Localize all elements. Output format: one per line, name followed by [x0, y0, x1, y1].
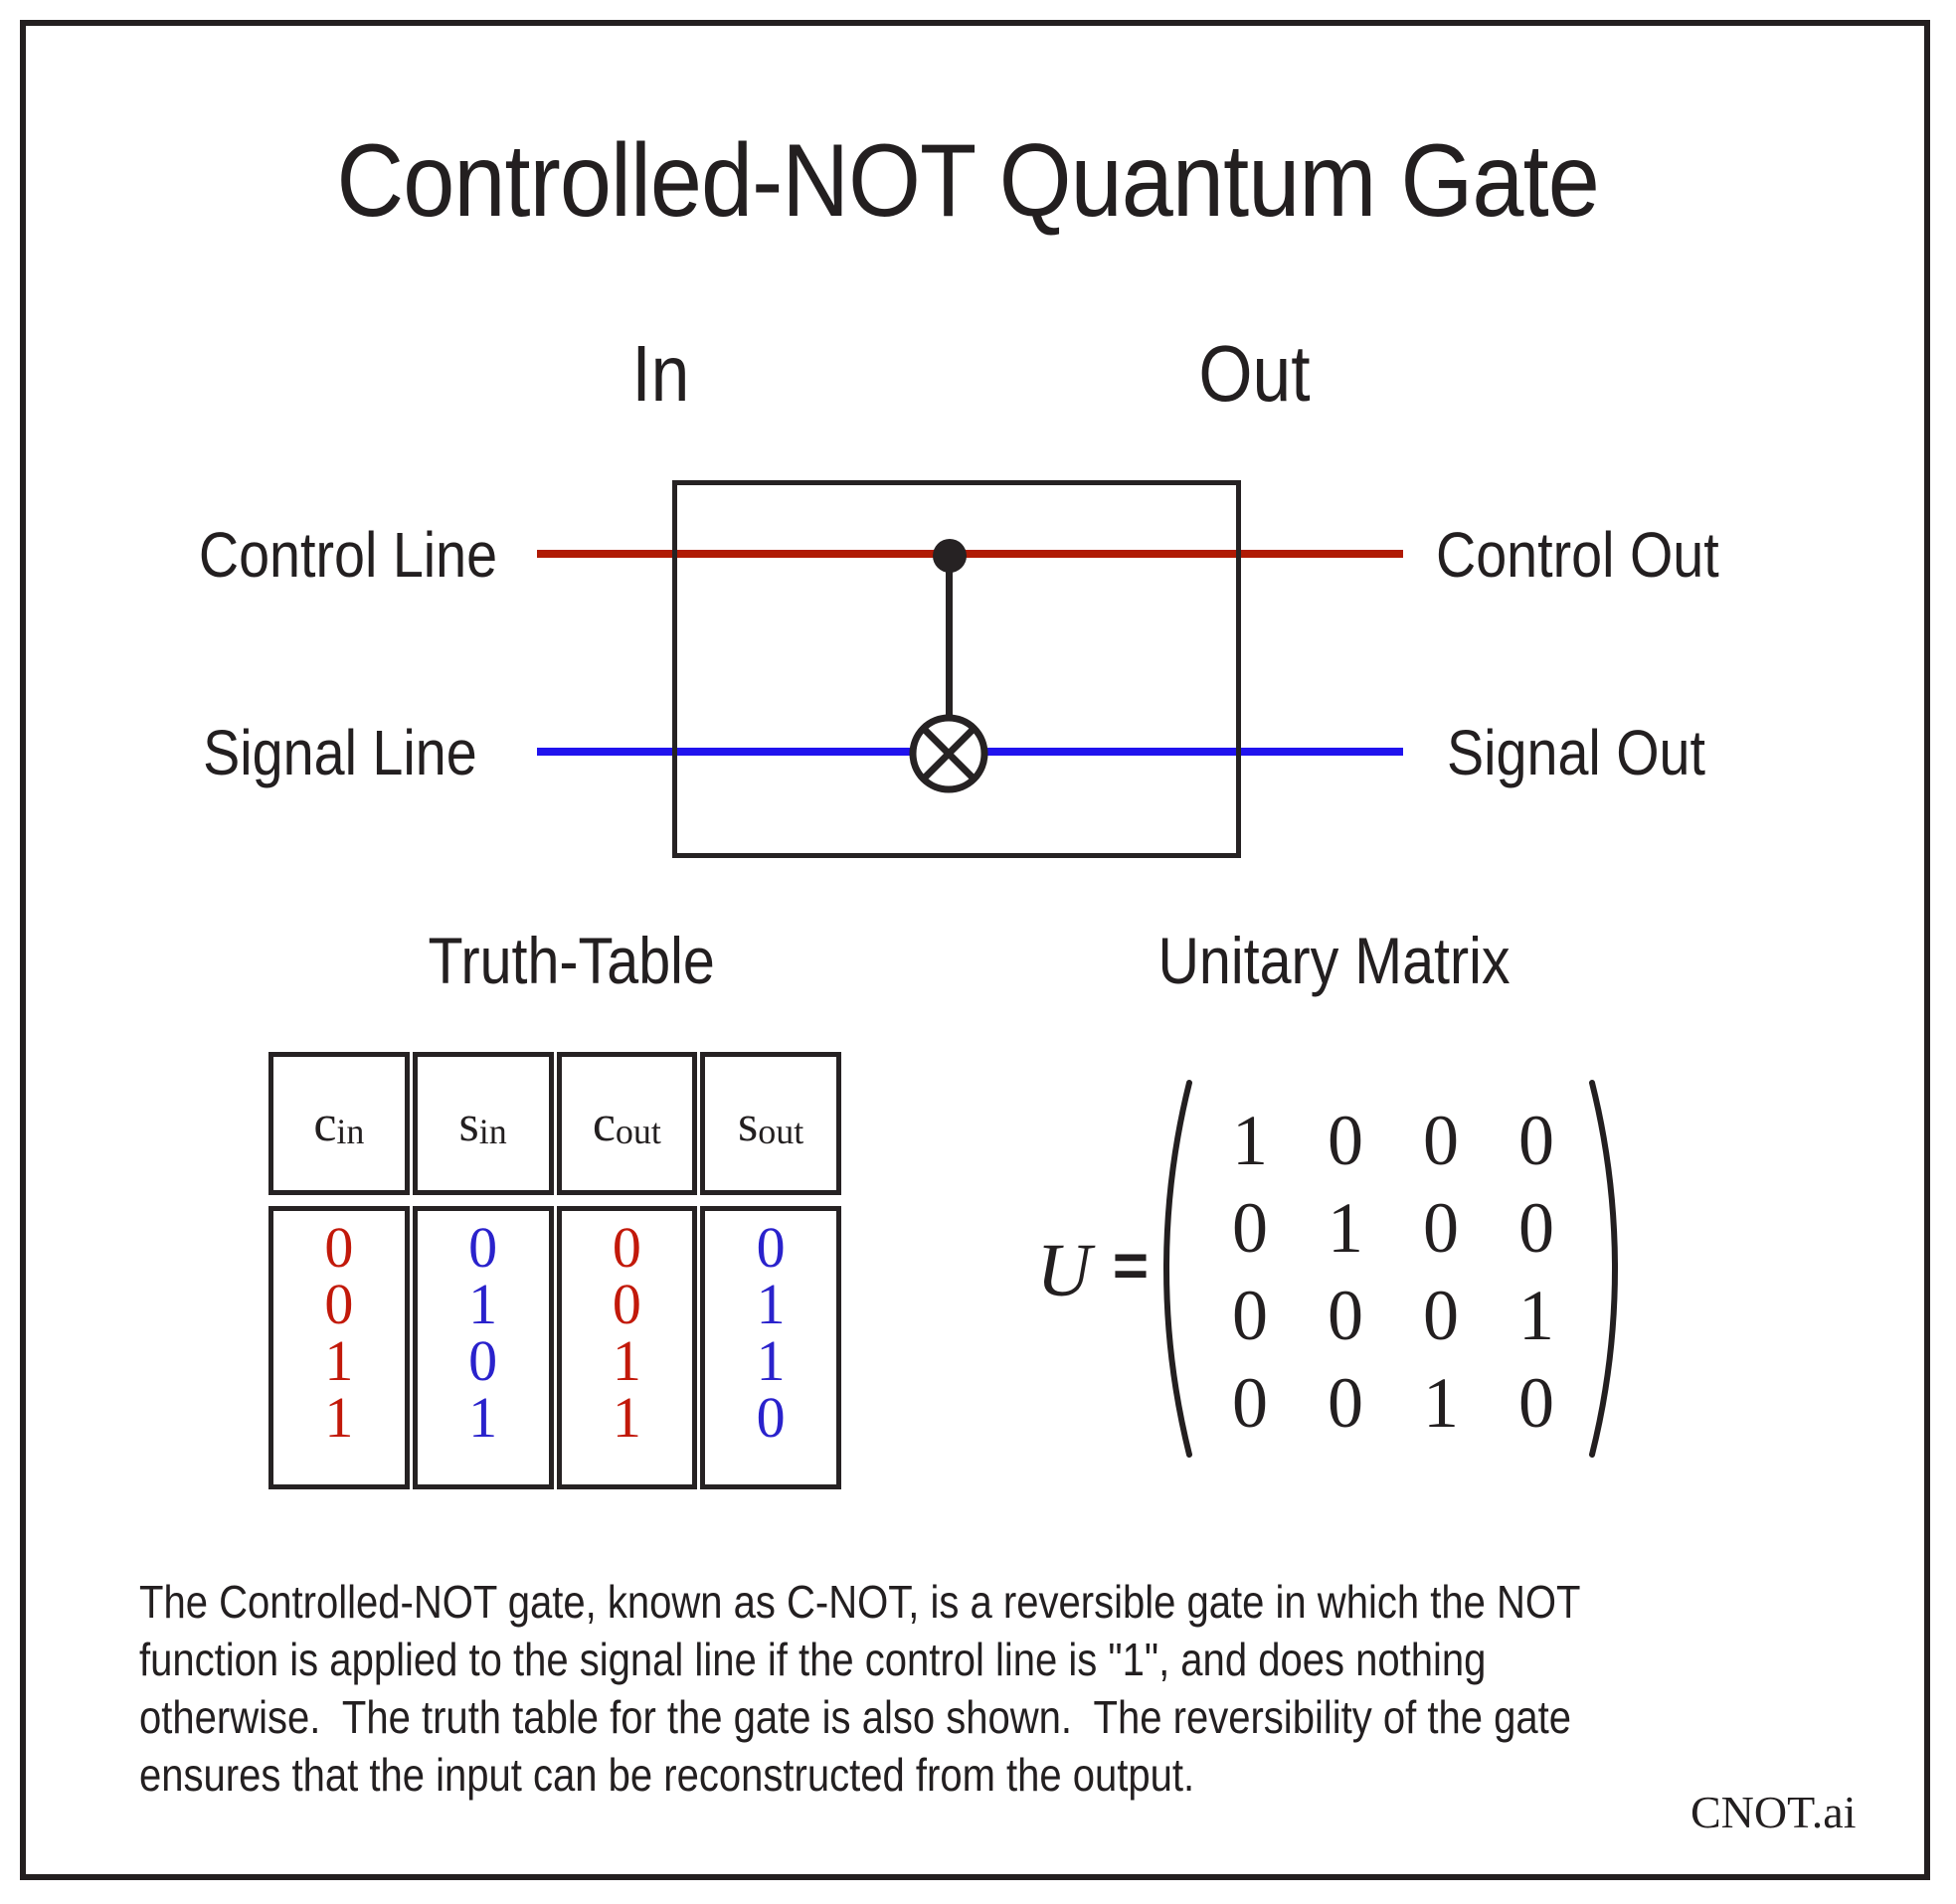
unitary-symbol: U [1036, 1229, 1092, 1312]
matrix-cell: 1 [1328, 1187, 1363, 1268]
matrix-cell: 0 [1518, 1187, 1554, 1268]
control-target-connector-line [946, 554, 953, 755]
signal-line-label: Signal Line [203, 717, 477, 788]
unitary-matrix-title: Unitary Matrix [1157, 924, 1511, 997]
caption-paragraph: The Controlled-NOT gate, known as C-NOT,… [139, 1573, 1929, 1804]
left-parenthesis [1162, 1079, 1193, 1459]
matrix-cell: 1 [1423, 1362, 1459, 1443]
matrix-cell: 0 [1232, 1187, 1268, 1268]
matrix-cell: 1 [1232, 1100, 1268, 1180]
outer-border-frame [20, 20, 1930, 1880]
matrix-cell: 0 [1328, 1275, 1363, 1355]
truth-table-column-sout: 0 1 1 0 [700, 1206, 841, 1489]
truth-table-column-cout: 0 0 1 1 [556, 1206, 698, 1489]
matrix-cell: 0 [1423, 1275, 1459, 1355]
matrix-cell: 0 [1423, 1100, 1459, 1180]
truth-table-column-sin: 0 1 0 1 [412, 1206, 554, 1489]
page-title: Controlled-NOT Quantum Gate [0, 123, 1936, 239]
unitary-matrix-grid: 1 0 0 0 0 1 0 0 0 0 0 1 0 0 1 0 [1202, 1097, 1584, 1447]
caption-line: otherwise. The truth table for the gate … [139, 1691, 1572, 1743]
matrix-cell: 0 [1232, 1362, 1268, 1443]
in-label: In [630, 329, 690, 418]
control-wire [537, 550, 1403, 558]
truth-table-title: Truth-Table [428, 924, 716, 997]
brand-logo-text: CNOT.ai [1690, 1787, 1857, 1837]
matrix-cell: 0 [1518, 1100, 1554, 1180]
truth-table-body-row: 0 0 1 1 0 1 0 1 0 0 1 1 [268, 1206, 841, 1489]
matrix-cell: 0 [1232, 1275, 1268, 1355]
matrix-cell: 0 [1423, 1187, 1459, 1268]
control-dot-icon [933, 539, 967, 573]
equals-sign: = [1112, 1232, 1150, 1300]
control-out-label: Control Out [1436, 519, 1719, 591]
out-label: Out [1197, 329, 1311, 418]
matrix-cell: 0 [1328, 1100, 1363, 1180]
page-title-text: Controlled-NOT Quantum Gate [336, 123, 1600, 239]
matrix-cell: 0 [1328, 1362, 1363, 1443]
signal-out-label: Signal Out [1447, 717, 1705, 788]
caption-line: function is applied to the signal line i… [139, 1634, 1487, 1685]
truth-table-column-cin: 0 0 1 1 [268, 1206, 410, 1489]
cnot-target-icon [905, 710, 992, 797]
matrix-cell: 0 [1518, 1362, 1554, 1443]
caption-line: ensures that the input can be reconstruc… [139, 1749, 1195, 1801]
matrix-cell: 1 [1518, 1275, 1554, 1355]
gate-box [672, 480, 1241, 858]
caption-line: The Controlled-NOT gate, known as C-NOT,… [139, 1576, 1581, 1628]
control-line-label: Control Line [198, 519, 497, 591]
right-parenthesis [1588, 1079, 1619, 1459]
